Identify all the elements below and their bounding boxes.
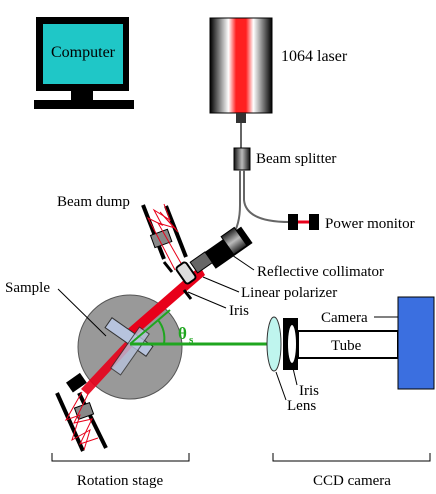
ccd-camera-bracket — [272, 453, 431, 462]
iris-left-icon — [162, 261, 193, 300]
beam-dump-lower — [55, 372, 108, 452]
iris-right-icon — [283, 318, 298, 370]
beam-dump-label: Beam dump — [57, 194, 130, 210]
laser-icon: 1064 laser — [209, 17, 348, 123]
beam-dump-upper — [141, 203, 188, 271]
power-monitor-icon: Power monitor — [288, 214, 415, 232]
theta-arc — [157, 319, 166, 345]
linear-polarizer-icon — [175, 261, 197, 285]
reflective-collimator-icon — [189, 226, 253, 274]
beam-splitter-icon: Beam splitter — [233, 147, 336, 171]
lens-icon — [266, 316, 282, 372]
reflective-collimator-label: Reflective collimator — [257, 264, 384, 280]
theta-label: θ — [178, 324, 187, 343]
theta-subscript: s — [189, 334, 194, 346]
laser-label: 1064 laser — [281, 48, 348, 65]
rotation-stage-bracket — [51, 453, 190, 462]
tube-label: Tube — [331, 338, 362, 354]
linear-polarizer-label: Linear polarizer — [241, 285, 337, 301]
computer-label: Computer — [51, 44, 116, 61]
monitor-screen — [43, 24, 123, 84]
iris-right-label: Iris — [299, 383, 319, 399]
lens-label: Lens — [287, 398, 316, 414]
computer-icon: Computer — [34, 17, 134, 109]
power-monitor-label: Power monitor — [325, 216, 415, 232]
tube-icon — [297, 330, 399, 359]
incident-reference-line — [129, 309, 171, 345]
camera-icon — [397, 296, 435, 390]
beam-splitter-label: Beam splitter — [256, 151, 336, 167]
camera-label: Camera — [321, 310, 368, 326]
reflected-beam — [81, 340, 133, 395]
rotation-stage-label: Rotation stage — [77, 473, 164, 489]
fiber-to-monitor — [243, 170, 291, 223]
sample-label: Sample — [5, 280, 50, 296]
iris-left-label: Iris — [229, 303, 249, 319]
fiber-to-collimator — [231, 170, 241, 237]
ccd-camera-label: CCD camera — [313, 473, 391, 489]
laser-beam — [122, 266, 205, 342]
